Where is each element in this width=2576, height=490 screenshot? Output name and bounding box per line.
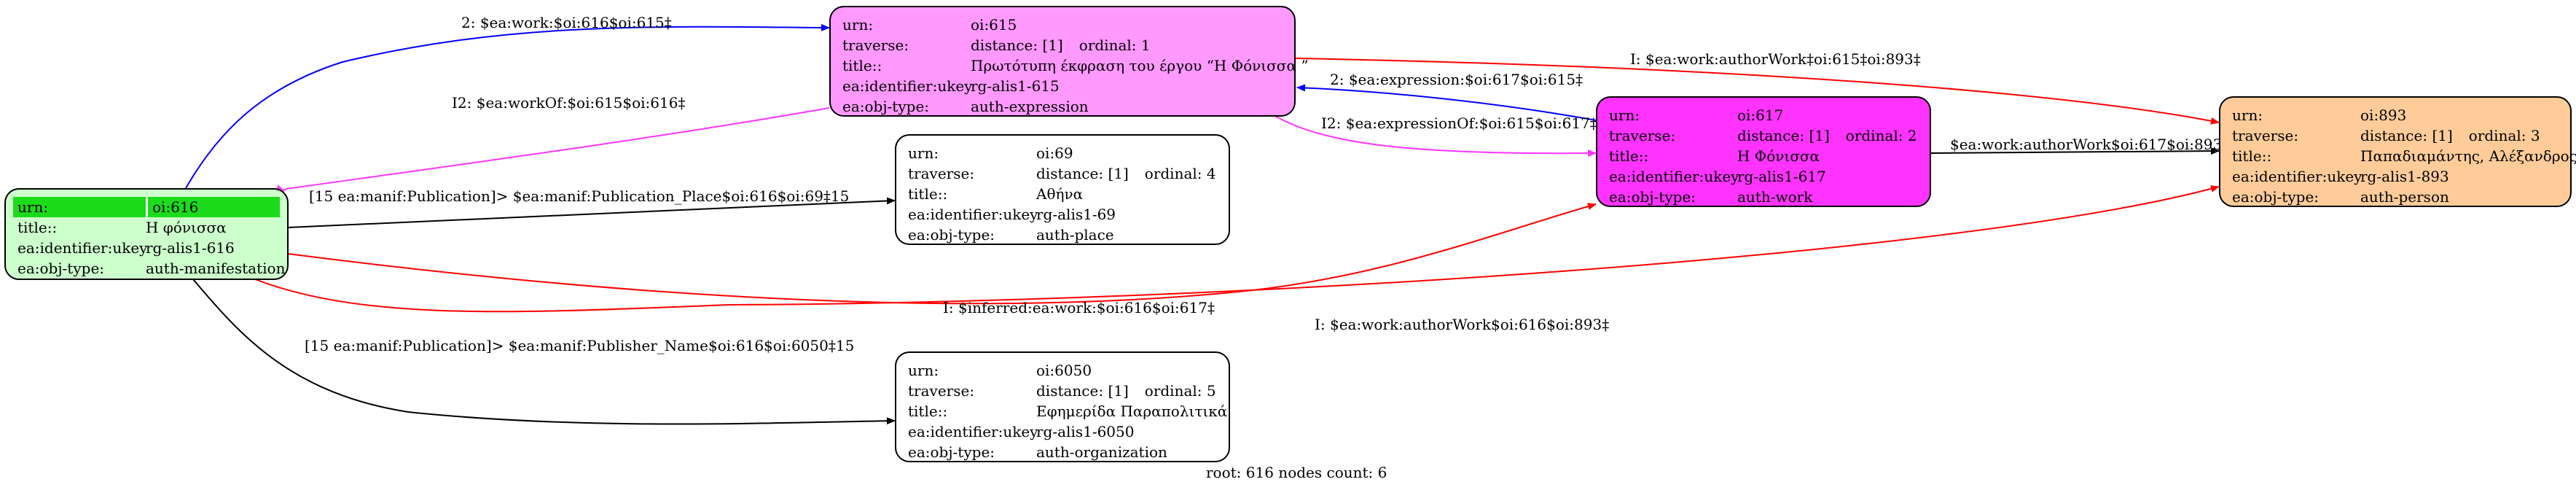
edge-616-893 <box>254 185 2220 313</box>
edge-label-616-6050: [15 ea:manif:Publication]> $ea:manif:Pub… <box>305 337 855 354</box>
edge-616-6050 <box>192 279 896 425</box>
edge-616-617 <box>287 203 1597 305</box>
node-row-type: ea:obj-type:auth-place <box>908 226 1114 244</box>
node-row-title: title::Πρωτότυπη έκφραση του έργου “Η Φό… <box>842 57 1309 74</box>
node-row-type: ea:obj-type:auth-organization <box>908 443 1167 461</box>
node-row-urn: urn:oi:617 <box>1609 106 1784 124</box>
edge-617-893 <box>1930 147 2220 155</box>
node-row-type: ea:obj-type:auth-work <box>1609 188 1813 206</box>
node-row-title: title::Παπαδιαμάντης, Αλέξανδρος <box>2232 147 2576 165</box>
node-row-type: ea:obj-type:auth-manifestation <box>17 260 286 277</box>
node-row-urn: urn:oi:69 <box>908 144 1073 162</box>
node-row-traverse: traverse:distance: [1]ordinal: 5 <box>908 382 1216 400</box>
node-row-urn: urn:oi:616 <box>13 197 280 217</box>
edge-label-616-893: I: $ea:work:authorWork$oi:616$oi:893‡ <box>1315 316 1610 333</box>
node-row-type: ea:obj-type:auth-expression <box>842 98 1089 115</box>
node-row-traverse: traverse:distance: [1]ordinal: 4 <box>908 165 1216 182</box>
node-row-title: title::Αθήνα <box>908 185 1084 203</box>
edge-615-616 <box>275 107 830 192</box>
node-615[interactable]: urn:oi:615 traverse:distance: [1]ordinal… <box>829 6 1309 117</box>
node-616[interactable]: urn:oi:616 title::Η φόνισσα ea:identifie… <box>4 188 289 280</box>
graph-footer: root: 616 nodes count: 6 <box>1206 464 1387 481</box>
edge-617-615 <box>1296 84 1597 121</box>
node-row-urn: urn:oi:615 <box>842 16 1017 34</box>
node-row-urn: urn:oi:893 <box>2232 106 2407 124</box>
edge-label-617-615: 2: $ea:expression:$oi:617$oi:615‡ <box>1330 71 1583 88</box>
node-row-type: ea:obj-type:auth-person <box>2232 188 2449 206</box>
node-row-title: title::Εφημερίδα Παραπολιτικά <box>908 402 1228 420</box>
node-69[interactable]: urn:oi:69 traverse:distance: [1]ordinal:… <box>895 134 1230 245</box>
node-row-traverse: traverse:distance: [1]ordinal: 3 <box>2232 127 2540 144</box>
node-row-title: title::Η Φόνισσα <box>1609 147 1820 165</box>
node-row-urn: urn:oi:6050 <box>908 362 1092 379</box>
node-row-title: title::Η φόνισσα <box>17 219 227 236</box>
edge-label-616-617: I: $inferred:ea:work:$oi:616$oi:617‡ <box>943 299 1215 316</box>
node-row-traverse: traverse:distance: [1]ordinal: 1 <box>842 36 1151 54</box>
node-row-traverse: traverse:distance: [1]ordinal: 2 <box>1609 127 1917 144</box>
edge-label-616-615: 2: $ea:work:$oi:616$oi:615‡ <box>461 14 672 31</box>
node-617[interactable]: urn:oi:617 traverse:distance: [1]ordinal… <box>1596 96 1931 207</box>
edge-label-617-893: $ea:work:authorWork$oi:617$oi:893‡ <box>1950 136 2230 153</box>
node-6050[interactable]: urn:oi:6050 traverse:distance: [1]ordina… <box>895 351 1230 462</box>
edge-label-615-893: I: $ea:work:authorWork‡oi:615‡oi:893‡ <box>1630 50 1921 68</box>
edge-label-615-617: I2: $ea:expressionOf:$oi:615$oi:617‡ <box>1321 114 1597 132</box>
node-893[interactable]: urn:oi:893 traverse:distance: [1]ordinal… <box>2219 96 2576 207</box>
edge-615-893 <box>1295 58 2220 125</box>
edge-616-69 <box>287 197 896 228</box>
edge-615-617 <box>1273 114 1597 158</box>
edge-label-616-69: [15 ea:manif:Publication]> $ea:manif:Pub… <box>309 187 850 205</box>
edge-616-615 <box>185 23 830 189</box>
edge-label-615-616: I2: $ea:workOf:$oi:615$oi:616‡ <box>452 94 686 112</box>
